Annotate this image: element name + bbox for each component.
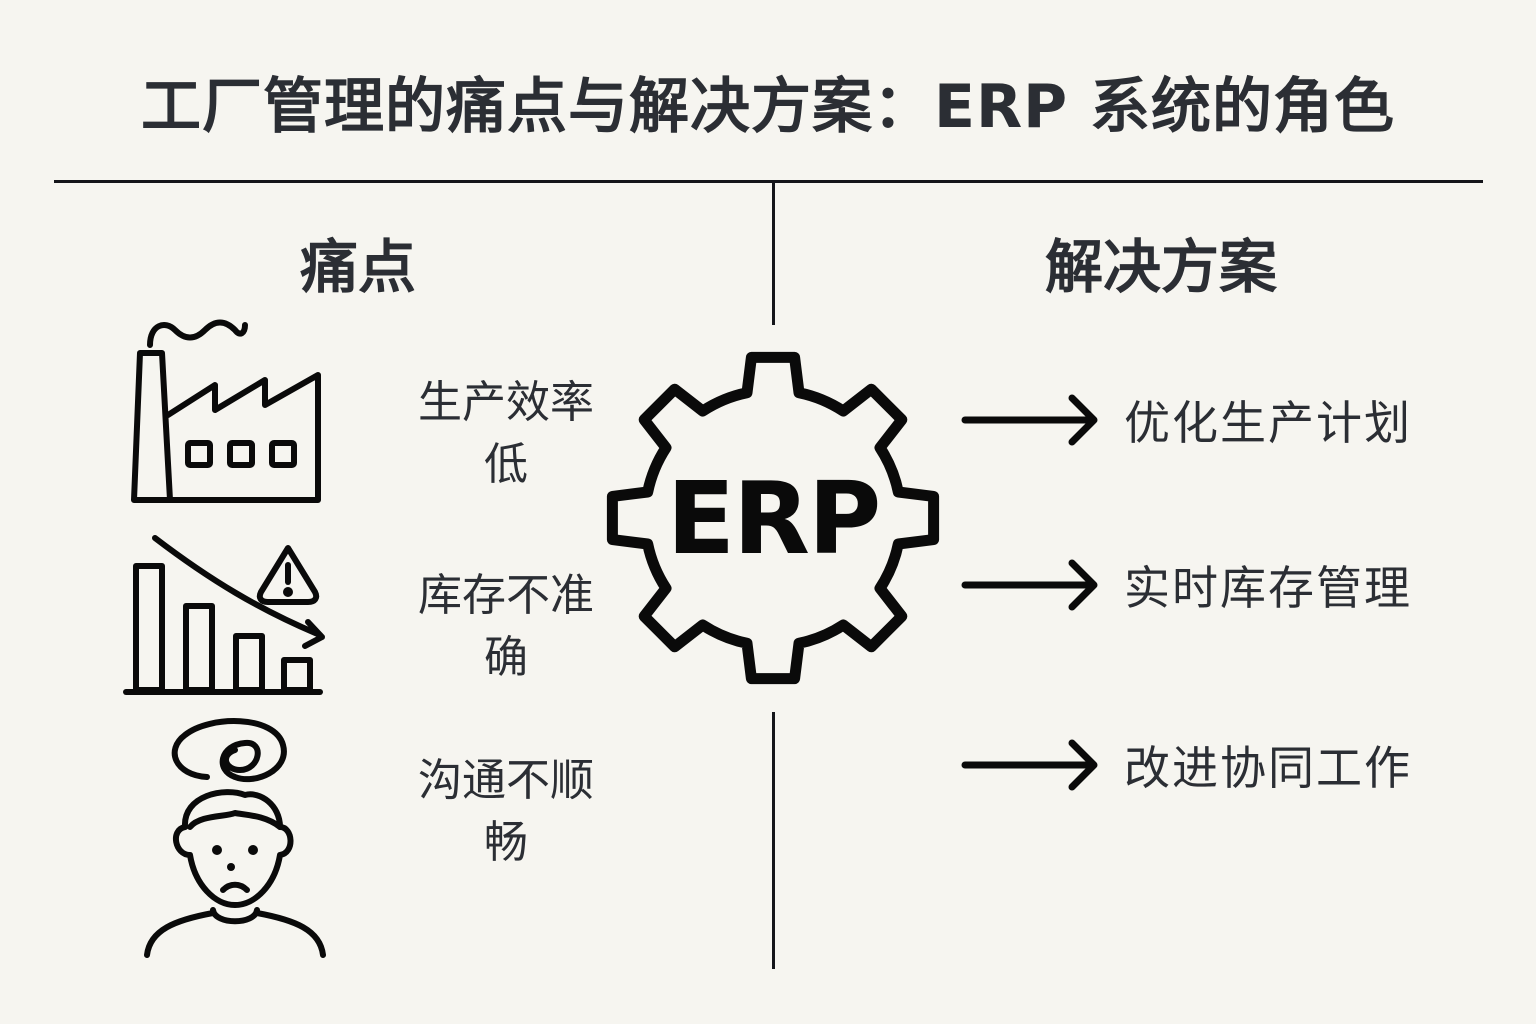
confused-person-icon	[144, 718, 326, 958]
pain-points-header: 痛点	[300, 233, 417, 301]
horizontal-divider	[54, 180, 1483, 183]
pain-point-text: 生产效率 低	[400, 372, 612, 496]
arrow-right-icon	[961, 739, 1098, 791]
solution-item: 优化生产计划	[960, 385, 1412, 455]
solution-label: 改进协同工作	[1124, 741, 1412, 795]
gear-icon	[606, 351, 940, 685]
erp-label: ERP	[666, 459, 882, 577]
arrow-right-icon	[961, 394, 1098, 446]
pain-point-line: 库存不准	[418, 570, 594, 621]
solution-label: 优化生产计划	[1124, 396, 1412, 450]
page-title: 工厂管理的痛点与解决方案：ERP 系统的角色	[140, 72, 1396, 142]
solution-item: 改进协同工作	[960, 730, 1412, 800]
pain-point-text: 库存不准 确	[400, 565, 612, 689]
solution-label: 实时库存管理	[1124, 561, 1412, 615]
pain-point-line: 沟通不顺	[418, 755, 594, 806]
pain-point-line: 畅	[484, 817, 528, 868]
declining-chart-warning-icon	[123, 535, 325, 695]
solutions-header: 解决方案	[1045, 233, 1278, 301]
arrow-right-icon	[961, 559, 1098, 611]
solution-item: 实时库存管理	[960, 550, 1412, 620]
pain-point-line: 生产效率	[418, 377, 594, 428]
vertical-divider-bottom	[772, 712, 775, 969]
pain-point-line: 低	[484, 439, 528, 490]
factory-icon	[131, 319, 321, 503]
vertical-divider-top	[772, 182, 775, 325]
pain-point-line: 确	[484, 632, 528, 683]
pain-point-text: 沟通不顺 畅	[400, 750, 612, 874]
